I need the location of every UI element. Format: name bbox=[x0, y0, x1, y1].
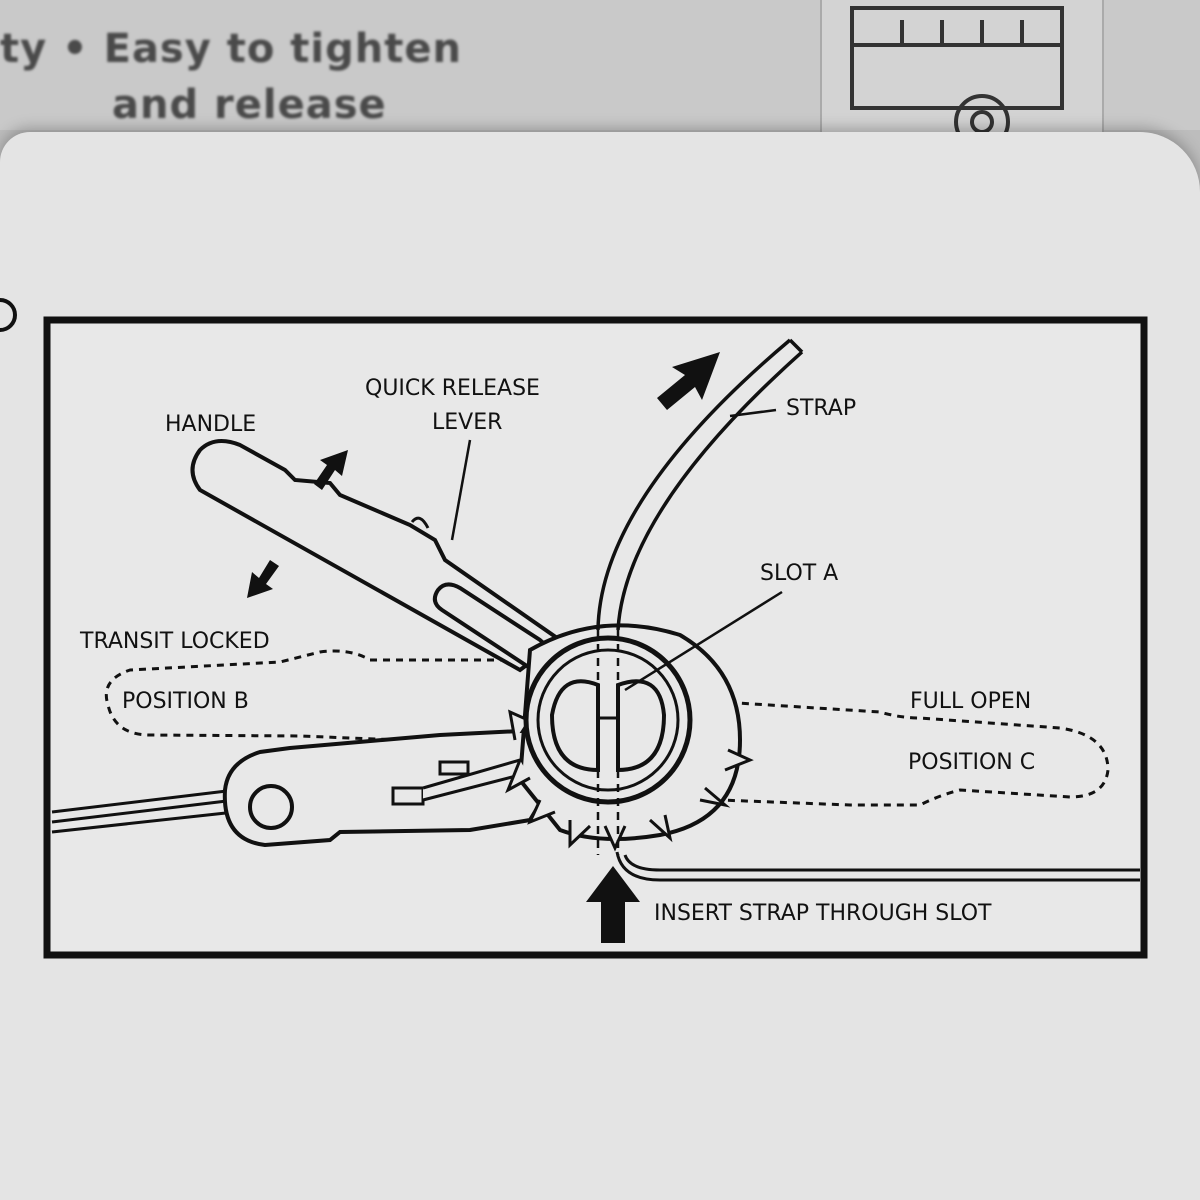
arrow-icon bbox=[586, 866, 640, 943]
strap-through-slot bbox=[596, 630, 620, 855]
strap bbox=[596, 338, 804, 631]
arrow-icon bbox=[314, 450, 348, 490]
arrow-icon bbox=[657, 352, 720, 410]
background-text-line2: and release bbox=[112, 82, 387, 128]
ratchet-gear bbox=[505, 709, 754, 852]
slot-a-right bbox=[616, 679, 667, 773]
background-text-line1: ty • Easy to tighten bbox=[0, 26, 462, 72]
leader-lines bbox=[450, 408, 783, 692]
strap-base bbox=[51, 788, 1140, 882]
spool-inner bbox=[536, 648, 680, 792]
position-b-outline bbox=[104, 649, 520, 742]
pivot-hole bbox=[248, 784, 294, 830]
label-position-b: POSITION B bbox=[122, 689, 249, 714]
label-transit-locked: TRANSIT LOCKED bbox=[79, 629, 270, 654]
label-quick-release: QUICK RELEASE bbox=[365, 376, 540, 401]
label-lever: LEVER bbox=[432, 410, 502, 435]
label-strap: STRAP bbox=[786, 396, 856, 421]
label-position-c: POSITION C bbox=[908, 750, 1035, 775]
label-slot-a: SLOT A bbox=[760, 561, 838, 586]
label-full-open: FULL OPEN bbox=[910, 689, 1031, 714]
label-handle: HANDLE bbox=[165, 412, 256, 437]
label-insert-strap: INSERT STRAP THROUGH SLOT bbox=[654, 901, 992, 926]
arrow-icon bbox=[247, 560, 279, 598]
step-marker bbox=[0, 298, 17, 332]
slot-a-left bbox=[549, 679, 600, 773]
